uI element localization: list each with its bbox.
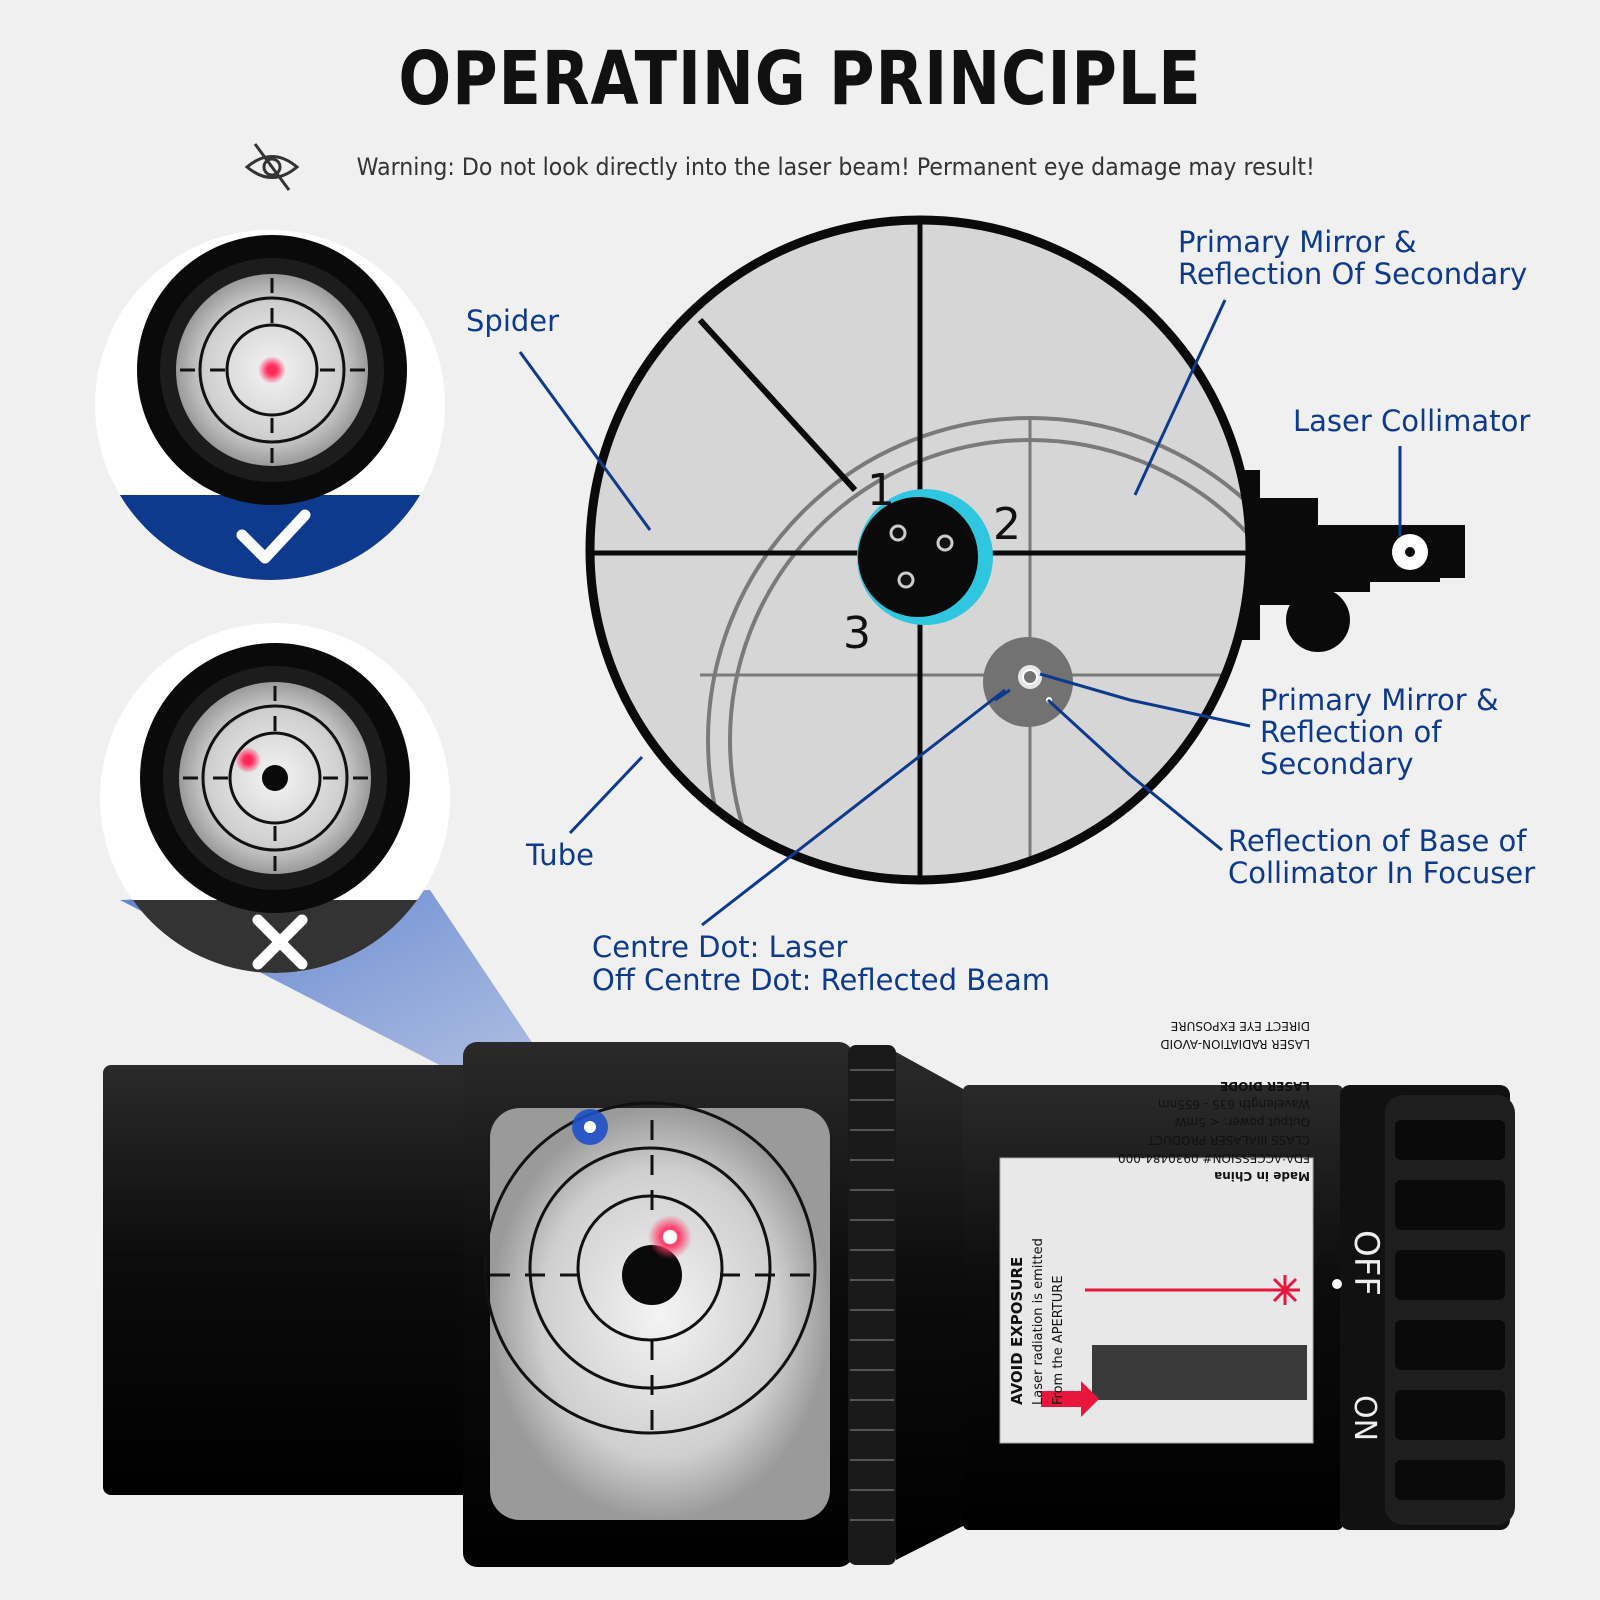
- label-centre-2: Off Centre Dot: Reflected Beam: [592, 963, 1050, 997]
- sticker-radiation-2: DIRECT EYE EXPOSURE: [1171, 1019, 1310, 1033]
- sticker-arrow-icon: [1041, 1381, 1099, 1417]
- label-centre-1: Centre Dot: Laser: [592, 930, 847, 964]
- screw-number-2: 2: [993, 499, 1021, 550]
- sticker-made-in: Made in China: [1214, 1169, 1310, 1183]
- sticker-power: Output power: < 5mW: [1175, 1115, 1310, 1129]
- label-primary-mid-3: Secondary: [1260, 747, 1414, 781]
- label-primary-mid-1: Primary Mirror &: [1260, 683, 1499, 717]
- switch-off-label: OFF: [1346, 1230, 1386, 1296]
- label-primary-mid-2: Reflection of: [1260, 715, 1442, 749]
- warning-text: Warning: Do not look directly into the l…: [356, 153, 1316, 181]
- screw-hole: [936, 534, 954, 552]
- checkmark-icon: [236, 509, 311, 564]
- label-laser-collimator: Laser Collimator: [1293, 404, 1530, 438]
- screw-hole: [897, 571, 915, 589]
- focuser-knob: [1286, 588, 1350, 652]
- collimator-device: AVOID EXPOSURE Laser radiation is emitte…: [103, 1019, 1515, 1567]
- label-primary-top-1: Primary Mirror &: [1178, 225, 1417, 259]
- label-base-2: Collimator In Focuser: [1228, 856, 1535, 890]
- sticker-wavelength: Wavelength 635 - 655nm: [1158, 1097, 1310, 1111]
- collimator-body: [1258, 498, 1465, 605]
- sticker-warning-1: AVOID EXPOSURE: [1008, 1257, 1026, 1405]
- viewing-window: [490, 1108, 830, 1520]
- screw-number-1: 1: [867, 465, 895, 516]
- sticker-diode: LASER DIODE: [1220, 1079, 1310, 1093]
- sticker-fda: FDA:ACCESSION# 0930484-000: [1118, 1151, 1310, 1165]
- sticker-warning-3: From the APERTURE: [1051, 1275, 1066, 1405]
- eye-slash-icon: [244, 143, 300, 191]
- label-base-1: Reflection of Base of: [1228, 824, 1527, 858]
- correct-example: [95, 230, 445, 580]
- label-primary-top-2: Reflection Of Secondary: [1178, 257, 1527, 291]
- switch-on-label: ON: [1347, 1395, 1382, 1441]
- page-title: OPERATING PRINCIPLE: [398, 36, 1202, 122]
- laser-starburst-icon: [1270, 1275, 1300, 1305]
- screw-hole: [889, 524, 907, 542]
- label-tube: Tube: [525, 838, 594, 872]
- telescope-diagram: [585, 215, 1465, 885]
- sticker-class: CLASS IIIALASER PRODUCT: [1147, 1133, 1310, 1147]
- sticker-radiation-1: LASER RADIATION-AVOID: [1160, 1037, 1310, 1051]
- label-spider: Spider: [466, 304, 559, 338]
- window-center-hole: [622, 1245, 682, 1305]
- knurled-ring: [848, 1045, 896, 1565]
- switch-indicator[interactable]: [1332, 1279, 1342, 1289]
- leader-lines: [518, 299, 1402, 927]
- cross-icon: [252, 914, 308, 970]
- screw-number-3: 3: [843, 608, 871, 659]
- warning-row: Warning: Do not look directly into the l…: [0, 142, 1600, 192]
- sticker-warning-2: Laser radiation is emitted: [1031, 1238, 1046, 1405]
